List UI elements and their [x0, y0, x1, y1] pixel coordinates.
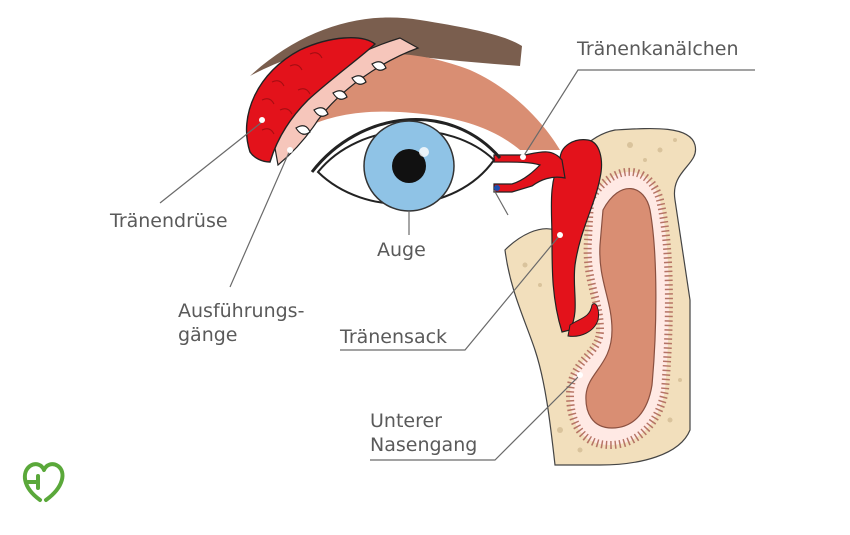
label-canaliculi: Tränenkanälchen [577, 38, 739, 60]
eyelid-upper-line [310, 118, 502, 173]
label-gland: Tränendrüse [110, 210, 228, 232]
bone-texture [522, 138, 682, 453]
leader-dots [259, 117, 583, 378]
pupil [392, 149, 426, 183]
lacrimal-gland [245, 37, 377, 163]
tear-line [493, 189, 509, 216]
label-ducts-line2: gänge [178, 324, 238, 346]
label-meatus: Unterer Nasengang [370, 409, 477, 457]
label-meatus-line1: Unterer [370, 410, 442, 432]
leader-sac [340, 234, 561, 351]
leader-meatus [370, 374, 581, 461]
leader-ducts [229, 149, 291, 288]
canaliculi [493, 151, 566, 193]
eye-highlight [419, 147, 429, 157]
nasal-cavity [585, 188, 657, 429]
nasolacrimal-duct [567, 303, 599, 337]
leader-canaliculi [522, 69, 755, 158]
gland-lobules [261, 52, 323, 135]
heart-cross-icon [22, 462, 65, 502]
label-sac: Tränensack [340, 326, 448, 348]
label-meatus-line2: Nasengang [370, 434, 478, 456]
leader-gland [159, 121, 263, 204]
lacrimal-sac [550, 139, 603, 333]
label-ducts-line1: Ausführungs- [178, 300, 305, 322]
upper-eyelid [300, 53, 560, 150]
label-eye: Auge [377, 239, 426, 261]
duct-openings [295, 61, 387, 135]
label-ducts: Ausführungs- gänge [178, 299, 304, 347]
